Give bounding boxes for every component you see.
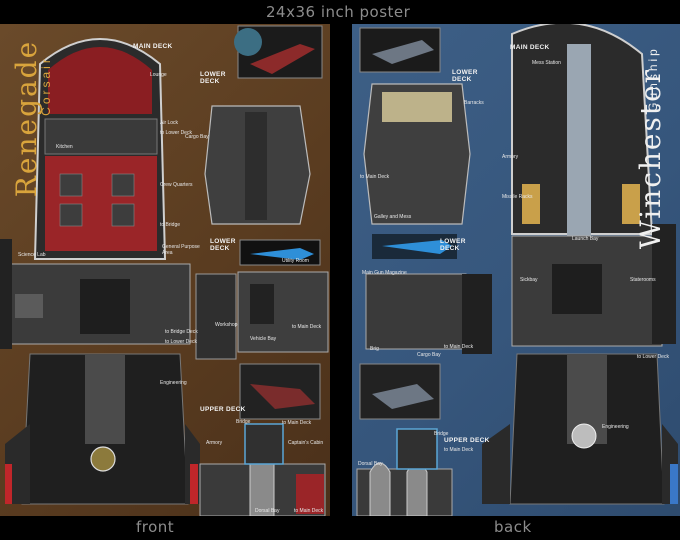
room-mess-station: Mess Station xyxy=(532,60,561,66)
room-vehicle-bay: Vehicle Bay xyxy=(250,336,277,342)
back-ship-class: Gunship xyxy=(645,46,660,112)
back-main-deck-label: MAIN DECK xyxy=(510,44,550,51)
room-to-lower-deck: to Lower Deck xyxy=(637,354,669,360)
room-sickbay: Sickbay xyxy=(520,277,538,283)
front-poster: Renegade Corsair MAIN DECK LOWER DECK LO… xyxy=(0,24,330,516)
room-to-main-deck-3: to Main Deck xyxy=(444,447,474,453)
room-missile-racks: Missile Racks xyxy=(502,194,533,200)
room-dorsal-bay: Dorsal Bay xyxy=(255,508,280,514)
room-cargo-bay: Cargo Bay xyxy=(417,352,441,358)
room-launch-bay: Launch Bay xyxy=(572,236,599,242)
room-brig: Brig xyxy=(370,346,379,352)
room-to-main-deck-1: to Main Deck xyxy=(292,324,322,330)
room-workshop: Workshop xyxy=(215,322,238,328)
room-lounge: Lounge xyxy=(150,72,167,78)
room-captains-cabin: Captain's Cabin xyxy=(288,440,324,446)
corsair-deck-plan xyxy=(0,25,329,516)
room-to-main-deck-3: to Main Deck xyxy=(294,508,324,514)
room-engineering: Engineering xyxy=(160,380,187,386)
front-ship-class: Corsair xyxy=(38,56,53,116)
back-lower-deck-label-1: LOWER DECK xyxy=(452,69,478,83)
room-galley-mess: Galley and Mess xyxy=(374,214,412,220)
gunship-deck-plan xyxy=(356,24,678,516)
front-upper-deck-label: UPPER DECK xyxy=(200,406,246,413)
room-general-purpose-area: General Purpose Area xyxy=(162,244,200,256)
room-to-main-deck-2: to Main Deck xyxy=(282,420,312,426)
room-to-lower-deck-2: to Lower Deck xyxy=(165,339,197,345)
back-caption: back xyxy=(494,518,532,536)
back-upper-deck-label: UPPER DECK xyxy=(444,437,490,444)
room-air-lock: Air Lock xyxy=(160,120,179,126)
room-to-bridge: to Bridge xyxy=(160,222,181,228)
room-to-bridge-deck: to Bridge Deck xyxy=(165,329,198,335)
room-main-gun-magazine: Main Gun Magazine xyxy=(362,270,407,276)
poster-size-caption: 24x36 inch poster xyxy=(266,3,411,21)
room-to-lower-deck: to Lower Deck xyxy=(160,130,192,136)
room-armory: Armory xyxy=(502,154,519,160)
room-bridge: Bridge xyxy=(236,419,251,425)
front-lower-deck-label-2: LOWER DECK xyxy=(210,238,236,252)
front-main-deck-label: MAIN DECK xyxy=(133,43,173,50)
room-to-main-deck: to Main Deck xyxy=(360,174,390,180)
front-lower-deck-label-1: LOWER DECK xyxy=(200,71,226,85)
room-crew-quarters: Crew Quarters xyxy=(160,182,193,188)
room-engineering: Engineering xyxy=(602,424,629,430)
room-armory: Armory xyxy=(206,440,223,446)
room-utility-room: Utility Room xyxy=(282,258,309,264)
room-kitchen: Kitchen xyxy=(56,144,73,150)
front-caption: front xyxy=(136,518,175,536)
room-dorsal-bay: Dorsal Bay xyxy=(358,461,383,467)
back-lower-deck-label-2: LOWER DECK xyxy=(440,238,466,252)
room-science-lab: Science Lab xyxy=(18,252,46,258)
room-bridge: Bridge xyxy=(434,431,449,437)
room-cargo-bay: Cargo Bay xyxy=(185,134,209,140)
room-to-main-deck-2: to Main Deck xyxy=(444,344,474,350)
room-barracks: Barracks xyxy=(464,100,484,106)
room-staterooms: Staterooms xyxy=(630,277,656,283)
back-poster: Winchester Gunship MAIN DECK LOWER DECK … xyxy=(352,24,680,516)
